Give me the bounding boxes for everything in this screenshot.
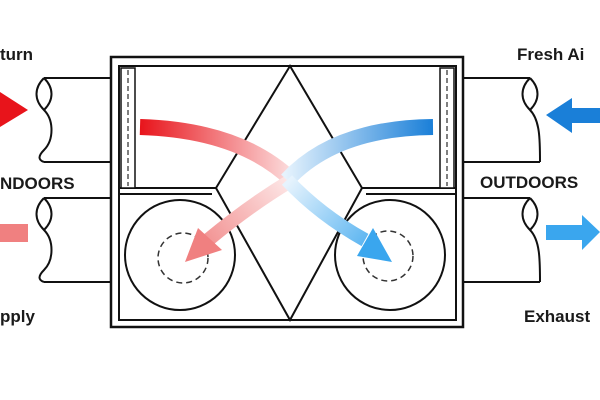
fresh-air-duct: [463, 77, 541, 163]
exhaust-fan: [334, 199, 446, 311]
fresh-air-arrow-icon: [546, 98, 600, 133]
filter-right: [439, 67, 455, 189]
return-duct: [35, 77, 111, 163]
exhaust-label: Exhaust: [524, 307, 590, 326]
supply-duct: [35, 197, 111, 283]
supply-label: pply: [0, 307, 35, 326]
indoors-label: NDOORS: [0, 174, 75, 193]
cool-airflow-arrow: [281, 119, 434, 262]
return-arrow-icon: [0, 92, 28, 127]
outdoors-label: OUTDOORS: [480, 173, 578, 192]
fresh-air-label: Fresh Ai: [517, 45, 584, 64]
supply-fan: [124, 199, 236, 311]
filter-left: [120, 67, 136, 189]
exhaust-arrow-icon: [546, 215, 600, 250]
return-label: turn: [0, 45, 33, 64]
exhaust-duct: [463, 197, 541, 283]
supply-arrow-icon: [0, 224, 28, 242]
